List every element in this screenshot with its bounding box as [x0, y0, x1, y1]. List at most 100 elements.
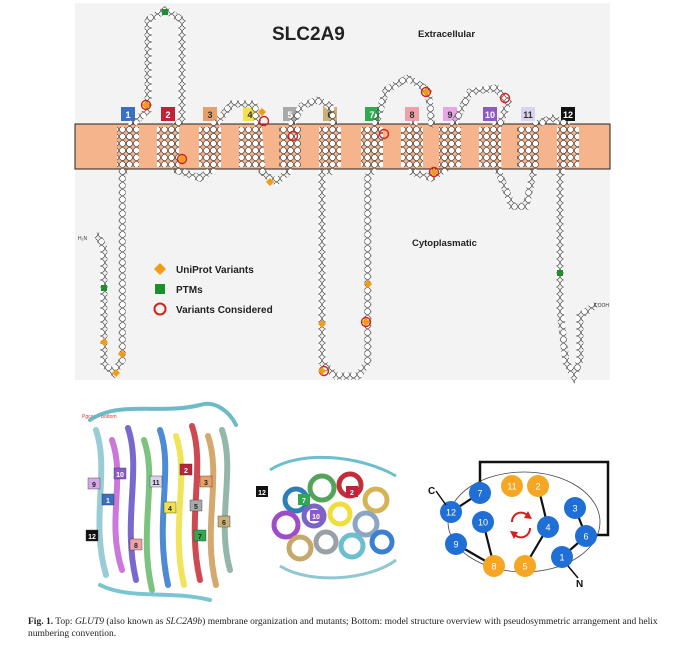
cytoplasmic-label: Cytoplasmatic [412, 238, 477, 249]
helix-node-label: 2 [535, 482, 540, 492]
protein-title: SLC2A9 [272, 24, 345, 45]
helix-box-label: 12 [563, 110, 573, 120]
helix-node-label: 6 [583, 532, 588, 542]
caption-fig-label: Fig. 1. [28, 617, 54, 627]
uniprot-variant-marker [422, 88, 430, 96]
extracellular-label: Extracellular [418, 29, 475, 40]
side-helix-tag-label: 12 [88, 534, 96, 541]
caption-text-c: ) membrane organization and mutants; Bot… [28, 617, 658, 639]
side-helix-tag-label: 5 [194, 504, 198, 511]
ribbon-helix [219, 427, 233, 573]
loop-11-12 [532, 114, 570, 128]
side-helix-tag-label: 6 [222, 520, 226, 527]
helix-node-label: 10 [478, 518, 488, 528]
helix-node-12 [440, 501, 462, 523]
considered-variant-marker [378, 128, 390, 140]
ptm-marker [162, 9, 168, 15]
helix-8-block [401, 127, 423, 167]
helix-box-label: 8 [409, 110, 414, 120]
rotation-symbol [510, 511, 532, 539]
ribbon-loop [98, 583, 212, 602]
helix-box-2 [161, 107, 175, 121]
considered-variant-marker [499, 92, 511, 104]
helix-node-label: 12 [446, 508, 456, 518]
top-helix-tag-label: 10 [312, 514, 320, 521]
ribbon-loop [279, 558, 397, 580]
uniprot-variant-marker [318, 367, 326, 375]
caption-text-b: (also known as [103, 617, 166, 627]
side-helix-tag [189, 499, 203, 512]
ribbon-helix [141, 437, 155, 593]
top-helix-tag [310, 510, 322, 521]
helix-box-label: 10 [485, 110, 495, 120]
ribbon-coil [352, 510, 380, 538]
loop-2-3 [172, 166, 216, 182]
helix-node-2 [527, 475, 549, 497]
helix-node-7 [469, 482, 491, 504]
side-helix-tag-label: 3 [204, 480, 208, 487]
side-helix-tag-label: 8 [134, 543, 138, 550]
ribbon-helix [173, 433, 187, 588]
topology-panel: SLC2A9 Extracellular Cytoplasmatic H₂N C… [74, 3, 611, 385]
loop-9-10 [450, 84, 512, 128]
n-terminus-line [567, 565, 579, 579]
considered-variant-marker [258, 115, 270, 127]
ribbon-coil [338, 532, 366, 560]
side-helix-tag [87, 477, 101, 490]
helix-node-label: 3 [572, 504, 577, 514]
ribbon-coil [271, 510, 301, 540]
uniprot-variant-marker [178, 155, 186, 163]
ribbon-coil [369, 529, 395, 555]
side-helix-tag-label: 4 [168, 506, 172, 513]
helix-4-block [239, 127, 261, 167]
uniprot-variant-marker [258, 108, 266, 116]
helix-box-label: 3 [207, 110, 212, 120]
helix-5-block [279, 127, 301, 167]
ptm-marker [557, 270, 563, 276]
side-helix-tag-label: 2 [184, 468, 188, 475]
helix-node-8 [483, 555, 505, 577]
caption-gene-a: GLUT9 [74, 617, 104, 627]
caption-gene-b: SLC2A9b [165, 617, 203, 627]
legend-ptm-icon [155, 284, 165, 294]
considered-variant-marker [360, 316, 372, 328]
topology-background [75, 3, 610, 380]
loop-5-6 [288, 96, 338, 128]
side-helix-tag-label: 7 [198, 534, 202, 541]
considered-variant-marker [428, 166, 440, 178]
ribbon-loop [88, 401, 238, 427]
helix-box-label: 2 [165, 110, 170, 120]
c-terminus-tag: C [428, 486, 435, 497]
loop-4-5 [258, 168, 292, 187]
ribbon-helix [205, 433, 219, 588]
top-helix-tag [346, 486, 358, 497]
ribbon-coil [327, 501, 353, 527]
top-helix-tag-label: 2 [350, 490, 354, 497]
legend-considered-label: Variants Considered [176, 305, 273, 316]
top-helix-tag [256, 486, 268, 497]
ribbon-loop [269, 455, 397, 478]
helix-box-label: 11 [523, 110, 533, 120]
helix-node-4 [537, 516, 559, 538]
helix-3-block [199, 127, 221, 167]
considered-variant-marker [140, 99, 152, 111]
n-terminus-tag: N [576, 579, 583, 590]
caption-text-a: Top: [53, 617, 75, 627]
helix-node-label: 4 [545, 523, 550, 533]
helix-node-label: 8 [491, 562, 496, 572]
helix-box-label: 9 [447, 110, 452, 120]
helix-node-6 [575, 525, 597, 547]
helix-box-label: 4 [247, 110, 252, 120]
considered-variant-marker [176, 153, 188, 165]
ribbon-helix [109, 437, 125, 573]
helix-node-3 [564, 497, 586, 519]
side-helix-tag-label: 10 [116, 472, 124, 479]
helix-node-5 [514, 555, 536, 577]
loop-3-4 [210, 100, 262, 130]
